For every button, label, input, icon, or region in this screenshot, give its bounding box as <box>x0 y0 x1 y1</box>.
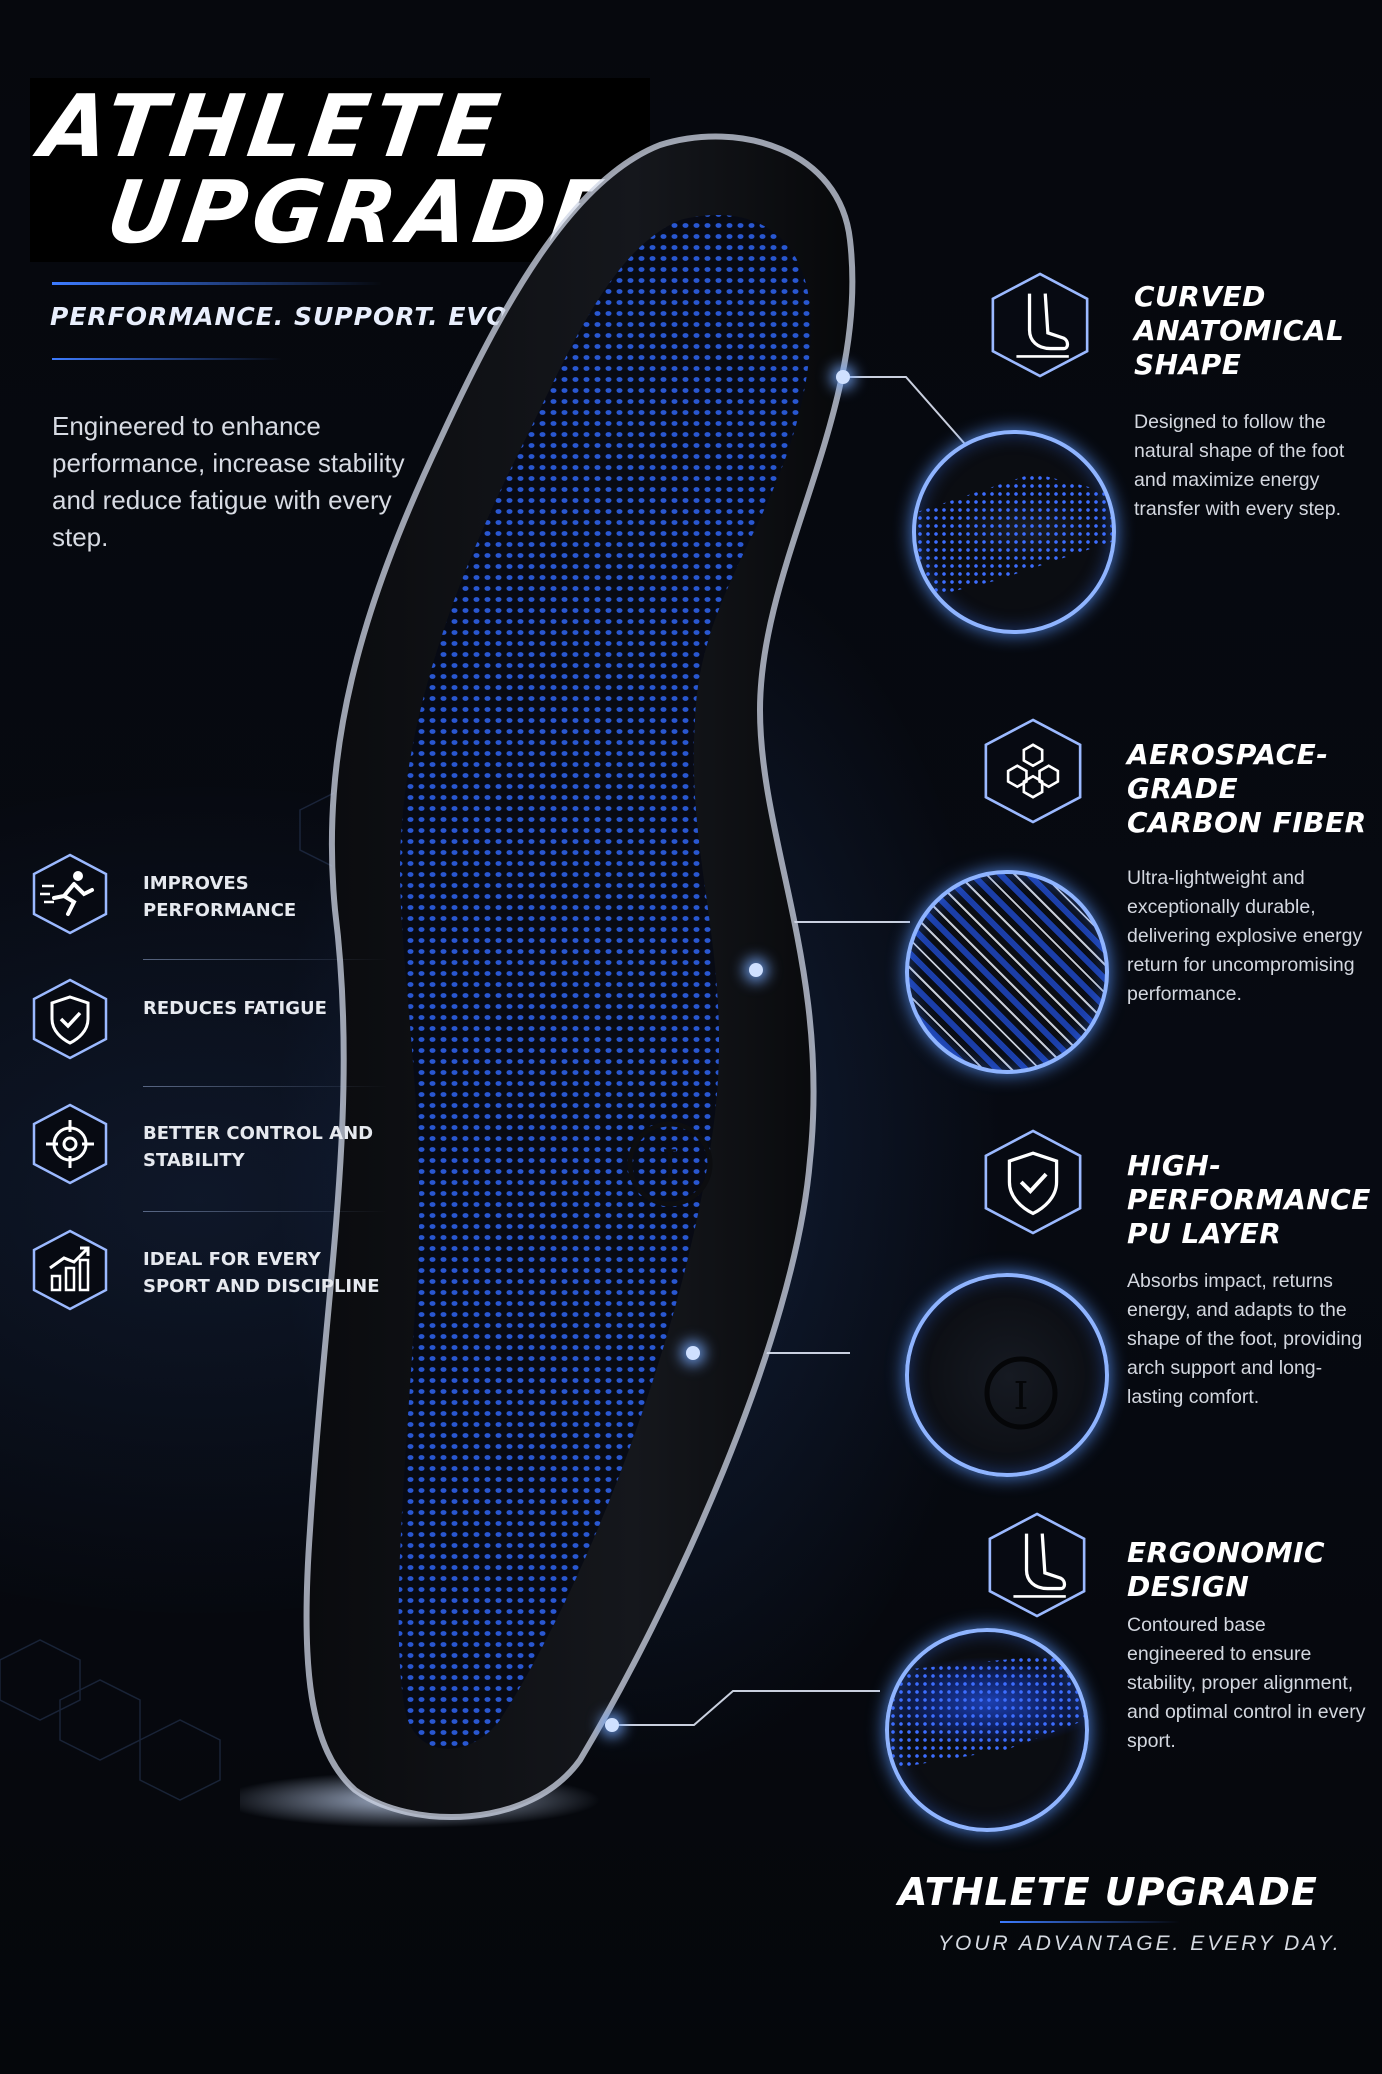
intro-text: Engineered to enhance performance, incre… <box>52 411 405 552</box>
zoom-detail-3: I <box>905 1273 1109 1477</box>
title-rule <box>52 282 382 285</box>
shield-check-icon <box>32 978 108 1060</box>
brand-rule <box>1000 1921 1180 1923</box>
brand-name: ATHLETE UPGRADE <box>898 1870 1318 1914</box>
insole-illustration: I <box>240 133 856 1828</box>
running-person-icon <box>32 853 108 935</box>
callout-dot-3 <box>686 1346 700 1360</box>
left-feature-label: BETTER CONTROL AND STABILITY <box>143 1123 374 1171</box>
foot-icon <box>988 1512 1086 1618</box>
hexagon-carbon-icon <box>984 718 1082 824</box>
left-feature-3: BETTER CONTROL AND STABILITY <box>28 1102 373 1202</box>
feature-desc-2: Ultra-lightweight and exceptionally dura… <box>1127 867 1363 1005</box>
left-feature-1: IMPROVES PERFORMANCE <box>28 852 368 952</box>
left-feature-label: IMPROVES PERFORMANCE <box>143 873 297 921</box>
svg-text:I: I <box>1013 1374 1028 1418</box>
left-feature-label: REDUCES FATIGUE <box>143 998 327 1019</box>
svg-text:I: I <box>662 1141 679 1190</box>
shield-check-icon <box>984 1129 1082 1235</box>
feature-title-3: HIGH-PERFORMANCE PU LAYER <box>1127 1149 1371 1250</box>
feature-title-1: CURVED ANATOMICAL SHAPE <box>1134 280 1345 381</box>
callout-dot-4 <box>605 1718 619 1732</box>
zoom-detail-1 <box>912 430 1116 634</box>
bar-chart-growth-icon <box>32 1229 108 1311</box>
feature-title-2: AEROSPACE-GRADE CARBON FIBER <box>1127 738 1367 839</box>
feature-desc-3: Absorbs impact, returns energy, and adap… <box>1127 1270 1363 1408</box>
tagline-rule <box>52 358 282 360</box>
callout-dot-2 <box>749 963 763 977</box>
brand-emblem-icon: I <box>984 1356 1058 1430</box>
zoom-detail-4 <box>885 1628 1089 1832</box>
divider <box>143 959 388 960</box>
brand-tagline: YOUR ADVANTAGE. EVERY DAY. <box>938 1932 1342 1955</box>
feature-desc-4: Contoured base engineered to ensure stab… <box>1127 1614 1366 1752</box>
zoom-detail-2 <box>905 870 1109 1074</box>
feature-title-4: ERGONOMIC DESIGN <box>1127 1536 1326 1603</box>
left-feature-label: IDEAL FOR EVERY SPORT AND DISCIPLINE <box>143 1249 380 1297</box>
left-feature-2: REDUCES FATIGUE <box>28 977 368 1077</box>
divider <box>143 1211 388 1212</box>
title-block: ATHLETE UPGRADE <box>30 77 650 263</box>
feature-desc-1: Designed to follow the natural shape of … <box>1134 411 1345 520</box>
left-feature-4: IDEAL FOR EVERY SPORT AND DISCIPLINE <box>28 1228 380 1328</box>
foot-icon <box>991 272 1089 378</box>
callout-dot-1 <box>836 370 850 384</box>
divider <box>143 1086 388 1087</box>
target-crosshair-icon <box>32 1103 108 1185</box>
